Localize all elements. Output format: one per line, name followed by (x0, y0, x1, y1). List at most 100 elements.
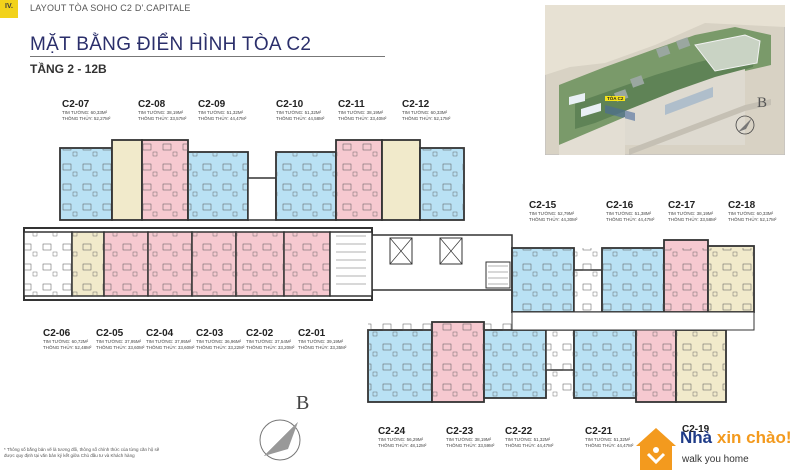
logo-tagline: walk you home (682, 454, 749, 465)
unit-label-c2-06: C2-06 TIM TƯỜNG: 60,72M² THÔNG THỦY: 52,… (43, 328, 91, 350)
right-wing-corridor (511, 311, 755, 331)
unit-code: C2-22 (505, 426, 533, 437)
unit-wall-area: TIM TƯỜNG: 52,79M² (529, 211, 575, 216)
unit-label-c2-07: C2-07 TIM TƯỜNG: 60,33M² THÔNG THỦY: 52,… (62, 99, 110, 121)
unit-net-area: THÔNG THỦY: 33,58M² (668, 216, 717, 222)
elevator-core (389, 237, 511, 289)
unit-label-c2-09: C2-09 TIM TƯỜNG: 51,32M² THÔNG THỦY: 44,… (198, 99, 246, 121)
unit-net-area: THÔNG THỦY: 33,35M² (298, 344, 347, 350)
unit-wall-area: TIM TƯỜNG: 38,19M² (668, 211, 714, 216)
unit-net-area: THÔNG THỦY: 33,20M² (246, 344, 295, 350)
unit-code: C2-11 (338, 99, 365, 110)
site-compass-letter: B (757, 95, 768, 111)
unit-net-area: THÔNG THỦY: 33,59M² (446, 442, 495, 448)
unit-wall-area: TIM TƯỜNG: 60,33M² (402, 110, 448, 115)
unit-code: C2-05 (96, 328, 124, 339)
unit-net-area: THÔNG THỦY: 52,17M² (728, 216, 777, 222)
unit-label-c2-17: C2-17 TIM TƯỜNG: 38,19M² THÔNG THỦY: 33,… (668, 200, 716, 222)
floor-range-title: TẦNG 2 - 12B (30, 62, 107, 76)
unit-label-c2-19: C2-19 (682, 424, 709, 435)
section-number: IV. (5, 3, 13, 10)
unit-code: C2-16 (606, 200, 634, 211)
unit-net-area: THÔNG THỦY: 33,57M² (138, 115, 187, 121)
unit-label-c2-12: C2-12 TIM TƯỜNG: 60,33M² THÔNG THỦY: 52,… (402, 99, 450, 121)
unit-label-c2-23: C2-23 TIM TƯỜNG: 38,19M² THÔNG THỦY: 33,… (446, 426, 494, 448)
unit-wall-area: TIM TƯỜNG: 60,72M² (43, 339, 89, 344)
unit-wall-area: TIM TƯỜNG: 60,33M² (728, 211, 774, 216)
unit-label-c2-01: C2-01 TIM TƯỜNG: 39,19M² THÔNG THỦY: 33,… (298, 328, 346, 350)
unit-code: C2-04 (146, 328, 174, 339)
title-divider (30, 56, 385, 57)
unit-code: C2-17 (668, 200, 696, 211)
unit-label-c2-03: C2-03 TIM TƯỜNG: 36,96M² THÔNG THỦY: 33,… (196, 328, 244, 350)
unit-code: C2-18 (728, 200, 756, 211)
logo-greeting: xin chào! (716, 428, 792, 447)
unit-wall-area: TIM TƯỜNG: 51,38M² (606, 211, 652, 216)
lower-left-unit-row (23, 231, 373, 297)
unit-code: C2-09 (198, 99, 226, 110)
unit-label-c2-10: C2-10 TIM TƯỜNG: 51,32M² THÔNG THỦY: 44,… (276, 99, 324, 121)
unit-net-area: THÔNG THỦY: 33,40M² (338, 115, 387, 121)
unit-net-area: THÔNG THỦY: 44,58M² (276, 115, 325, 121)
logo-name: Nhà xin chào! (680, 428, 791, 448)
unit-wall-area: TIM TƯỜNG: 36,96M² (196, 339, 242, 344)
unit-net-area: THÔNG THỦY: 52,17M² (402, 115, 451, 121)
site-compass-icon (735, 115, 755, 135)
logo-house-icon (636, 428, 676, 470)
unit-wall-area: TIM TƯỜNG: 39,19M² (298, 339, 344, 344)
stair-core (329, 231, 373, 297)
unit-code: C2-08 (138, 99, 166, 110)
unit-c2-07-extension (111, 139, 143, 221)
unit-wall-area: TIM TƯỜNG: 38,19M² (138, 110, 184, 115)
unit-net-area: THÔNG THỦY: 48,12M² (378, 442, 427, 448)
unit-label-c2-08: C2-08 TIM TƯỜNG: 38,19M² THÔNG THỦY: 33,… (138, 99, 186, 121)
unit-net-area: THÔNG THỦY: 33,22M² (196, 344, 245, 350)
unit-code: C2-24 (378, 426, 406, 437)
unit-code: C2-06 (43, 328, 71, 339)
upper-core (247, 177, 277, 221)
unit-code: C2-12 (402, 99, 430, 110)
unit-wall-area: TIM TƯỜNG: 51,32M² (276, 110, 322, 115)
unit-label-c2-04: C2-04 TIM TƯỜNG: 37,95M² THÔNG THỦY: 33,… (146, 328, 194, 350)
unit-wall-area: TIM TƯỜNG: 38,19M² (338, 110, 384, 115)
upper-unit-row (59, 139, 465, 221)
unit-wall-area: TIM TƯỜNG: 60,33M² (62, 110, 108, 115)
page-title: MẶT BẰNG ĐIỂN HÌNH TÒA C2 (30, 34, 312, 55)
right-upper-unit-row (511, 239, 755, 313)
section-badge: IV. (0, 0, 18, 18)
unit-code: C2-01 (298, 328, 326, 339)
compass-letter: B (296, 392, 310, 414)
layout-title: LAYOUT TÒA SOHO C2 D'.CAPITALE (30, 3, 191, 13)
unit-code: C2-10 (276, 99, 304, 110)
unit-wall-area: TIM TƯỜNG: 37,95M² (146, 339, 192, 344)
brand-logo: Nhà xin chào! walk you home (636, 424, 800, 475)
unit-net-area: THÔNG THỦY: 44,47M² (585, 442, 634, 448)
unit-wall-area: TIM TƯỜNG: 38,19M² (446, 437, 492, 442)
unit-net-area: THÔNG THỦY: 44,47M² (606, 216, 655, 222)
unit-net-area: THÔNG THỦY: 33,60M² (146, 344, 195, 350)
unit-code: C2-21 (585, 426, 613, 437)
unit-code: C2-15 (529, 200, 557, 211)
unit-label-c2-16: C2-16 TIM TƯỜNG: 51,38M² THÔNG THỦY: 44,… (606, 200, 654, 222)
disclaimer-note: * Thông số bằng bản vẽ là tương đối, thô… (4, 447, 160, 458)
unit-wall-area: TIM TƯỜNG: 56,29M² (378, 437, 424, 442)
unit-label-c2-18: C2-18 TIM TƯỜNG: 60,33M² THÔNG THỦY: 52,… (728, 200, 776, 222)
unit-code: C2-07 (62, 99, 90, 110)
logo-brand: Nhà (680, 428, 713, 447)
unit-net-area: THÔNG THỦY: 52,27M² (62, 115, 111, 121)
unit-net-area: THÔNG THỦY: 52,48M² (43, 344, 92, 350)
right-lower-unit-row (367, 311, 755, 403)
unit-net-area: THÔNG THỦY: 44,47M² (198, 115, 247, 121)
unit-label-c2-02: C2-02 TIM TƯỜNG: 37,54M² THÔNG THỦY: 33,… (246, 328, 294, 350)
unit-wall-area: TIM TƯỜNG: 37,54M² (246, 339, 292, 344)
unit-label-c2-24: C2-24 TIM TƯỜNG: 56,29M² THÔNG THỦY: 48,… (378, 426, 426, 448)
unit-label-c2-05: C2-05 TIM TƯỜNG: 37,95M² THÔNG THỦY: 33,… (96, 328, 144, 350)
unit-label-c2-21: C2-21 TIM TƯỜNG: 51,32M² THÔNG THỦY: 44,… (585, 426, 633, 448)
unit-wall-area: TIM TƯỜNG: 51,32M² (198, 110, 244, 115)
unit-net-area: THÔNG THỦY: 44,30M² (529, 216, 578, 222)
unit-wall-area: TIM TƯỜNG: 51,32M² (505, 437, 551, 442)
unit-code: C2-19 (682, 424, 710, 435)
unit-label-c2-22: C2-22 TIM TƯỜNG: 51,32M² THÔNG THỦY: 44,… (505, 426, 553, 448)
unit-label-c2-11: C2-11 TIM TƯỜNG: 38,19M² THÔNG THỦY: 33,… (338, 99, 386, 121)
